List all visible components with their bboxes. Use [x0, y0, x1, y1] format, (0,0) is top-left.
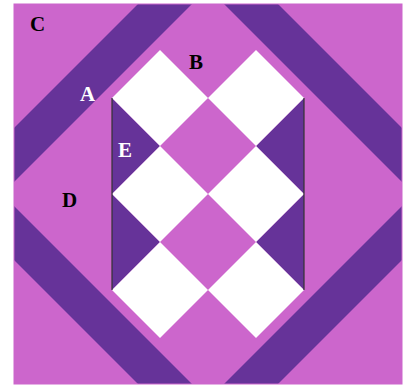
- block-edge: [14, 4, 402, 384]
- white-squares: [112, 50, 304, 338]
- piece-letter: B: [189, 52, 203, 73]
- piece-letter: E: [118, 140, 132, 161]
- pink-ground: [14, 4, 402, 384]
- piece-letter: C: [30, 14, 45, 35]
- seam-lines: [112, 98, 304, 290]
- piece-letter: D: [62, 190, 77, 211]
- piece-letter: A: [80, 84, 95, 105]
- diagonal-band: [14, 4, 402, 384]
